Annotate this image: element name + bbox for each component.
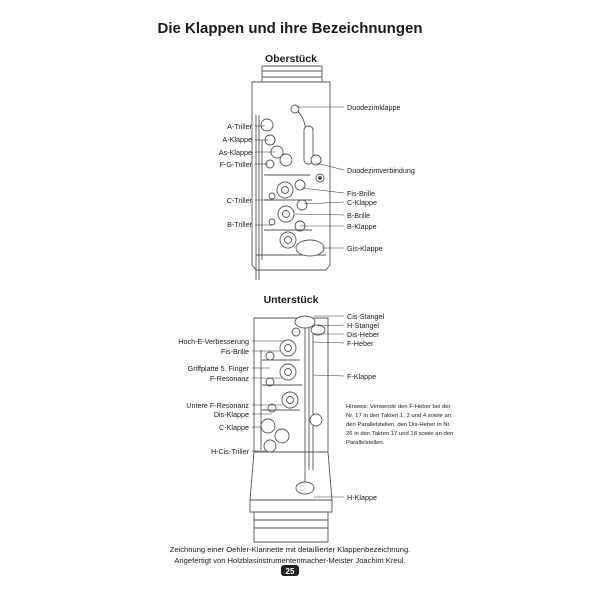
label-h-cis-triller: H-Cis-Triller <box>211 447 250 456</box>
label-h-stangel: H-Stangel <box>347 321 379 330</box>
label-cis-stangel: Cis-Stangel <box>347 312 385 321</box>
label-a-triller: A-Triller <box>227 122 252 131</box>
hint-line: Hinweis: Verwende den F-Heber bei der <box>346 404 450 410</box>
label-fis-brille-upper: Fis-Brille <box>347 189 375 198</box>
label-c-triller: C-Triller <box>227 196 253 205</box>
hint-line: Nr. 17 in den Takten 1, 3 und 4 sowie an <box>346 413 451 419</box>
label-dis-heber: Dis-Heber <box>347 330 380 339</box>
page-number: 25 <box>286 567 295 576</box>
label-hoch-e-verbesserung: Hoch-E-Verbesserung <box>178 337 249 346</box>
label-duodezimklappe: Duodezimklappe <box>347 103 401 112</box>
upper-section-heading: Oberstück <box>265 53 317 65</box>
label-b-klappe: B-Klappe <box>347 222 377 231</box>
label-gis-klappe: Gis-Klappe <box>347 244 383 253</box>
hint-line: Parallelstellen. <box>346 440 385 446</box>
label-f-klappe: F-Klappe <box>347 372 376 381</box>
label-f-heber: F-Heber <box>347 339 374 348</box>
hint-line: 26 in den Takten 17 und 18 sowie an den <box>346 431 453 437</box>
label-griffplatte: Griffplatte 5. Finger <box>188 364 250 373</box>
hint-note: Hinweis: Verwende den F-Heber bei der Nr… <box>346 404 453 446</box>
lower-section-heading: Unterstück <box>264 294 319 306</box>
caption-line-2: Angefertigt von Holzblasinstrumentenmach… <box>174 556 405 565</box>
upper-joint-drawing <box>251 65 331 280</box>
caption-line-1: Zeichnung einer Oehler-Klarinette mit de… <box>170 545 411 554</box>
label-dis-klappe: Dis-Klappe <box>214 410 249 419</box>
label-b-brille: B-Brille <box>347 211 370 220</box>
label-a-klappe: A-Klappe <box>222 135 252 144</box>
lower-joint-drawing <box>249 315 333 543</box>
label-fis-brille-lower: Fis-Brille <box>221 347 249 356</box>
label-untere-f-resonanz: Untere F-Resonanz <box>186 401 249 410</box>
label-c-klappe-upper: C-Klappe <box>347 198 377 207</box>
page-number-badge <box>281 565 299 576</box>
label-c-klappe-lower: C-Klappe <box>219 423 249 432</box>
label-duodezimverbindung: Duodezimverbindung <box>347 166 415 175</box>
label-as-klappe: As-Klappe <box>219 148 252 157</box>
hint-line: den Parallelstellen, den Dis-Heber in Nr… <box>346 422 451 428</box>
label-f-resonanz: F-Resonanz <box>210 374 250 383</box>
page-title: Die Klappen und ihre Bezeichnungen <box>157 20 422 37</box>
label-h-klappe: H-Klappe <box>347 493 377 502</box>
label-b-triller: B-Triller <box>227 220 252 229</box>
label-f-g-triller: F-G-Triller <box>220 160 253 169</box>
